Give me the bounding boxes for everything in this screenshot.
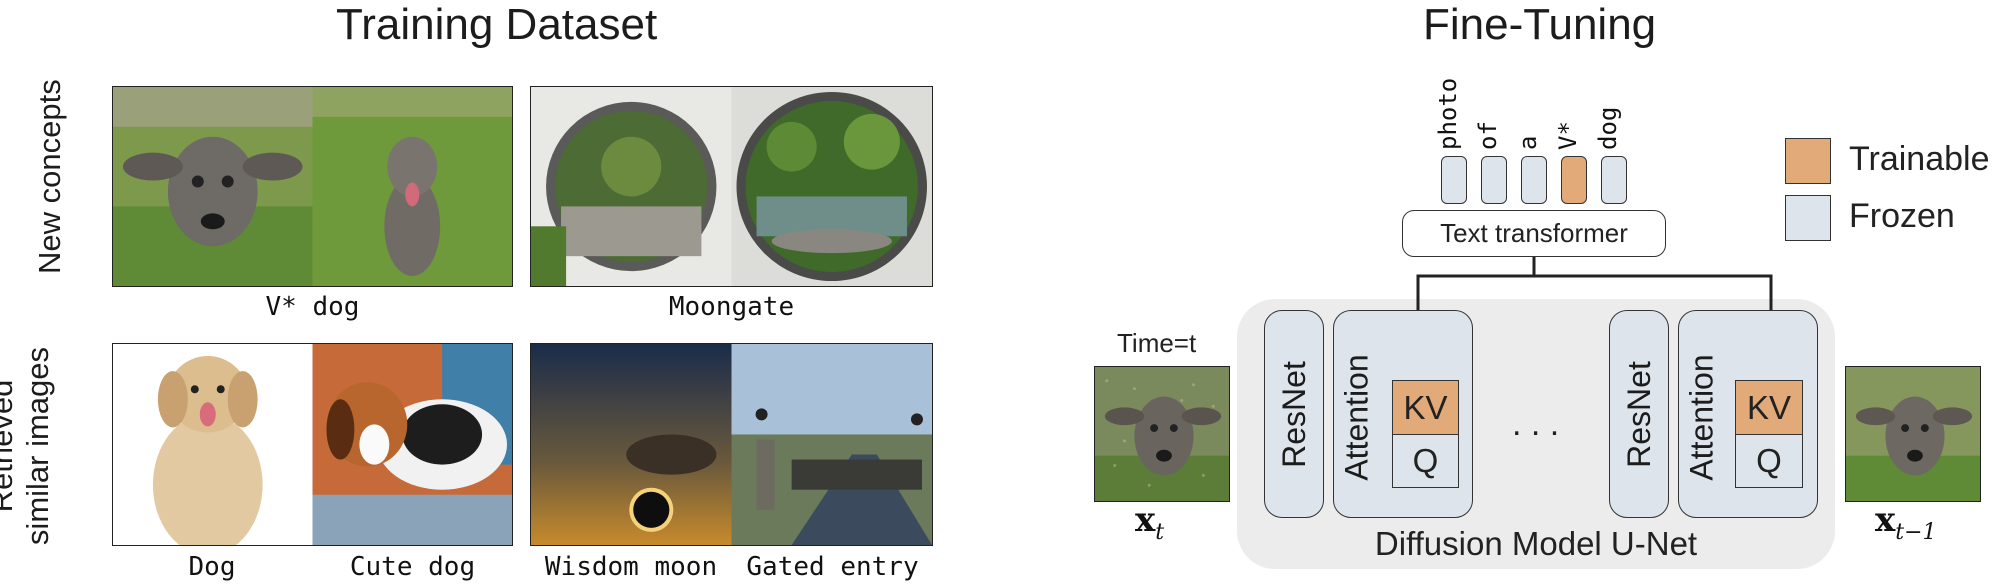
retrieved-moon-gate-image-pair bbox=[530, 343, 933, 546]
resnet-label-1: ResNet bbox=[1275, 360, 1312, 468]
legend-trainable-swatch bbox=[1785, 138, 1831, 184]
kv-box-2: KV bbox=[1735, 380, 1803, 436]
row-label-retrieved-similar-images: Retrieved similar images bbox=[0, 346, 56, 546]
token-box-photo bbox=[1441, 156, 1467, 204]
xt1-label: xt−1 bbox=[1875, 500, 1937, 545]
xt-main: x bbox=[1135, 500, 1156, 540]
training-dataset-title: Training Dataset bbox=[336, 0, 658, 49]
row-label-line2: similar images bbox=[20, 346, 55, 546]
q-label-2: Q bbox=[1756, 442, 1782, 479]
caption-wisdom-moon: Wisdom moon bbox=[544, 552, 718, 582]
kv-label-2: KV bbox=[1746, 389, 1792, 426]
token-box-a bbox=[1521, 156, 1547, 204]
noisy-input-image bbox=[1094, 366, 1230, 502]
token-photo: photo bbox=[1434, 77, 1462, 150]
text-transformer-label: Text transformer bbox=[1440, 218, 1628, 248]
row-label-line1: Retrieved bbox=[0, 379, 19, 513]
text-transformer-box: Text transformer bbox=[1402, 210, 1666, 257]
xt1-subscript: t−1 bbox=[1895, 519, 1937, 545]
token-of: of bbox=[1474, 121, 1502, 150]
token-vstar: V* bbox=[1554, 121, 1582, 150]
row-label-new-concepts: New concepts bbox=[32, 79, 67, 274]
xt-subscript: t bbox=[1155, 519, 1165, 545]
q-box-2: Q bbox=[1735, 434, 1803, 488]
caption-cute-dog: Cute dog bbox=[349, 552, 476, 582]
denoised-output-image bbox=[1845, 366, 1981, 502]
caption-moongate: Moongate bbox=[668, 292, 795, 322]
token-a: a bbox=[1514, 135, 1542, 150]
xt1-main: x bbox=[1875, 500, 1896, 540]
resnet-label-2: ResNet bbox=[1620, 360, 1657, 468]
resnet-block-2: ResNet bbox=[1609, 310, 1669, 518]
attention-label-2: Attention bbox=[1683, 354, 1720, 481]
time-label: Time=t bbox=[1117, 328, 1197, 358]
caption-vdog: V* dog bbox=[265, 292, 360, 322]
resnet-block-1: ResNet bbox=[1264, 310, 1324, 518]
attention-label-1: Attention bbox=[1338, 354, 1375, 481]
legend-trainable-label: Trainable bbox=[1849, 140, 1990, 178]
caption-dog: Dog bbox=[188, 552, 236, 582]
moongate-image-pair bbox=[530, 86, 933, 287]
vdog-image-pair bbox=[112, 86, 513, 287]
retrieved-dog-image-pair bbox=[112, 343, 513, 546]
token-box-dog bbox=[1601, 156, 1627, 204]
token-dog: dog bbox=[1594, 106, 1622, 150]
legend-frozen-swatch bbox=[1785, 195, 1831, 241]
q-label-1: Q bbox=[1412, 442, 1439, 479]
kv-box-1: KV bbox=[1392, 380, 1459, 436]
token-box-of bbox=[1481, 156, 1507, 204]
xt-label: xt bbox=[1135, 500, 1164, 545]
ellipsis: . . . bbox=[1512, 405, 1560, 443]
q-box-1: Q bbox=[1392, 434, 1459, 488]
token-box-vstar bbox=[1561, 156, 1587, 204]
legend-frozen-label: Frozen bbox=[1849, 197, 1955, 235]
fine-tuning-title: Fine-Tuning bbox=[1423, 0, 1657, 49]
unet-label: Diffusion Model U-Net bbox=[1374, 525, 1698, 562]
kv-label-1: KV bbox=[1403, 389, 1448, 426]
caption-gated-entry: Gated entry bbox=[746, 552, 919, 582]
